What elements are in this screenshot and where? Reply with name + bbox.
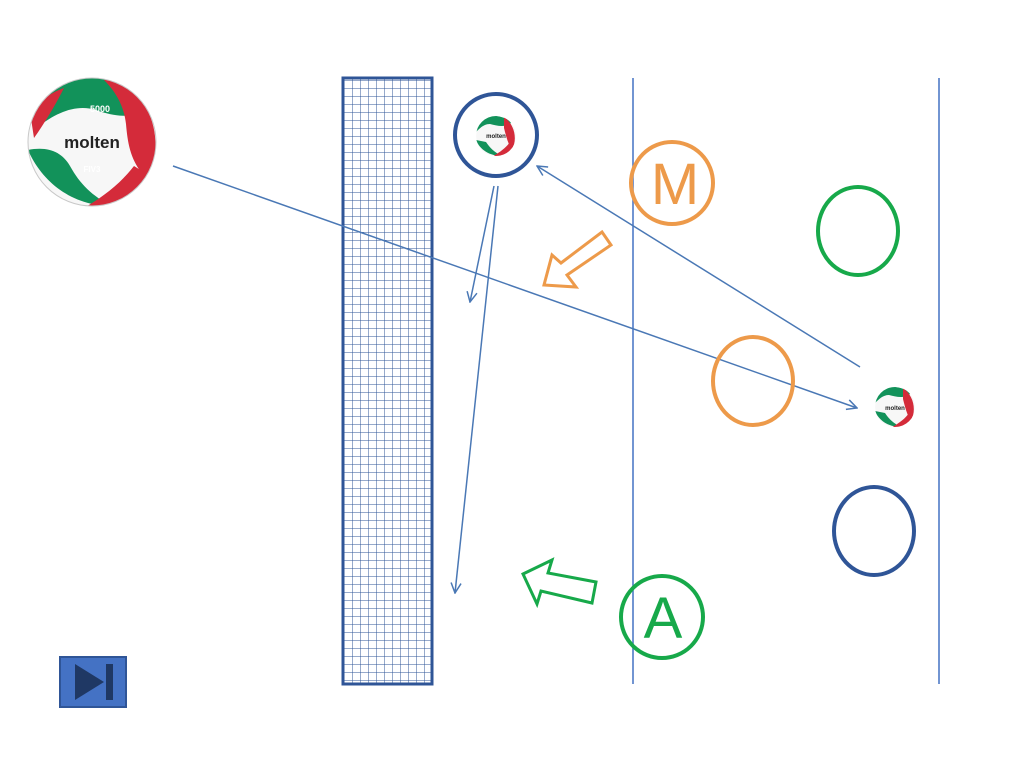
serve-trajectory-arrow: [172, 165, 857, 408]
skip-next-icon: [75, 664, 113, 700]
ball-brand-text: molten: [885, 406, 905, 412]
ball-brand-text: molten: [64, 133, 120, 152]
set-trajectory-arrow-long: [455, 185, 499, 593]
volleyball-icon: molten 5000 FIV3: [27, 77, 157, 207]
setter-player-label: M: [651, 152, 699, 217]
volleyball-icon: molten: [875, 387, 915, 427]
next-slide-button[interactable]: [59, 656, 127, 708]
setter-movement-arrow: [542, 229, 614, 289]
ball-brand-text: molten: [486, 134, 506, 140]
setter-player-circle: [629, 140, 715, 226]
player-circle-blue: [832, 485, 916, 577]
attacker-player-label: A: [644, 586, 683, 651]
attacker-player-circle: [619, 574, 705, 660]
attacker-movement-arrow: [521, 557, 598, 609]
volleyball-icon: molten: [476, 116, 516, 156]
set-trajectory-arrow-short: [470, 185, 495, 302]
ball-model-text: 5000: [90, 104, 110, 114]
pass-trajectory-arrow: [537, 166, 861, 368]
player-circle-orange: [711, 335, 795, 427]
setter-target-ring: [453, 92, 539, 178]
player-circle-green: [816, 185, 900, 277]
volleyball-net-icon: [341, 76, 434, 686]
ball-badge-text: FIV3: [84, 165, 101, 174]
